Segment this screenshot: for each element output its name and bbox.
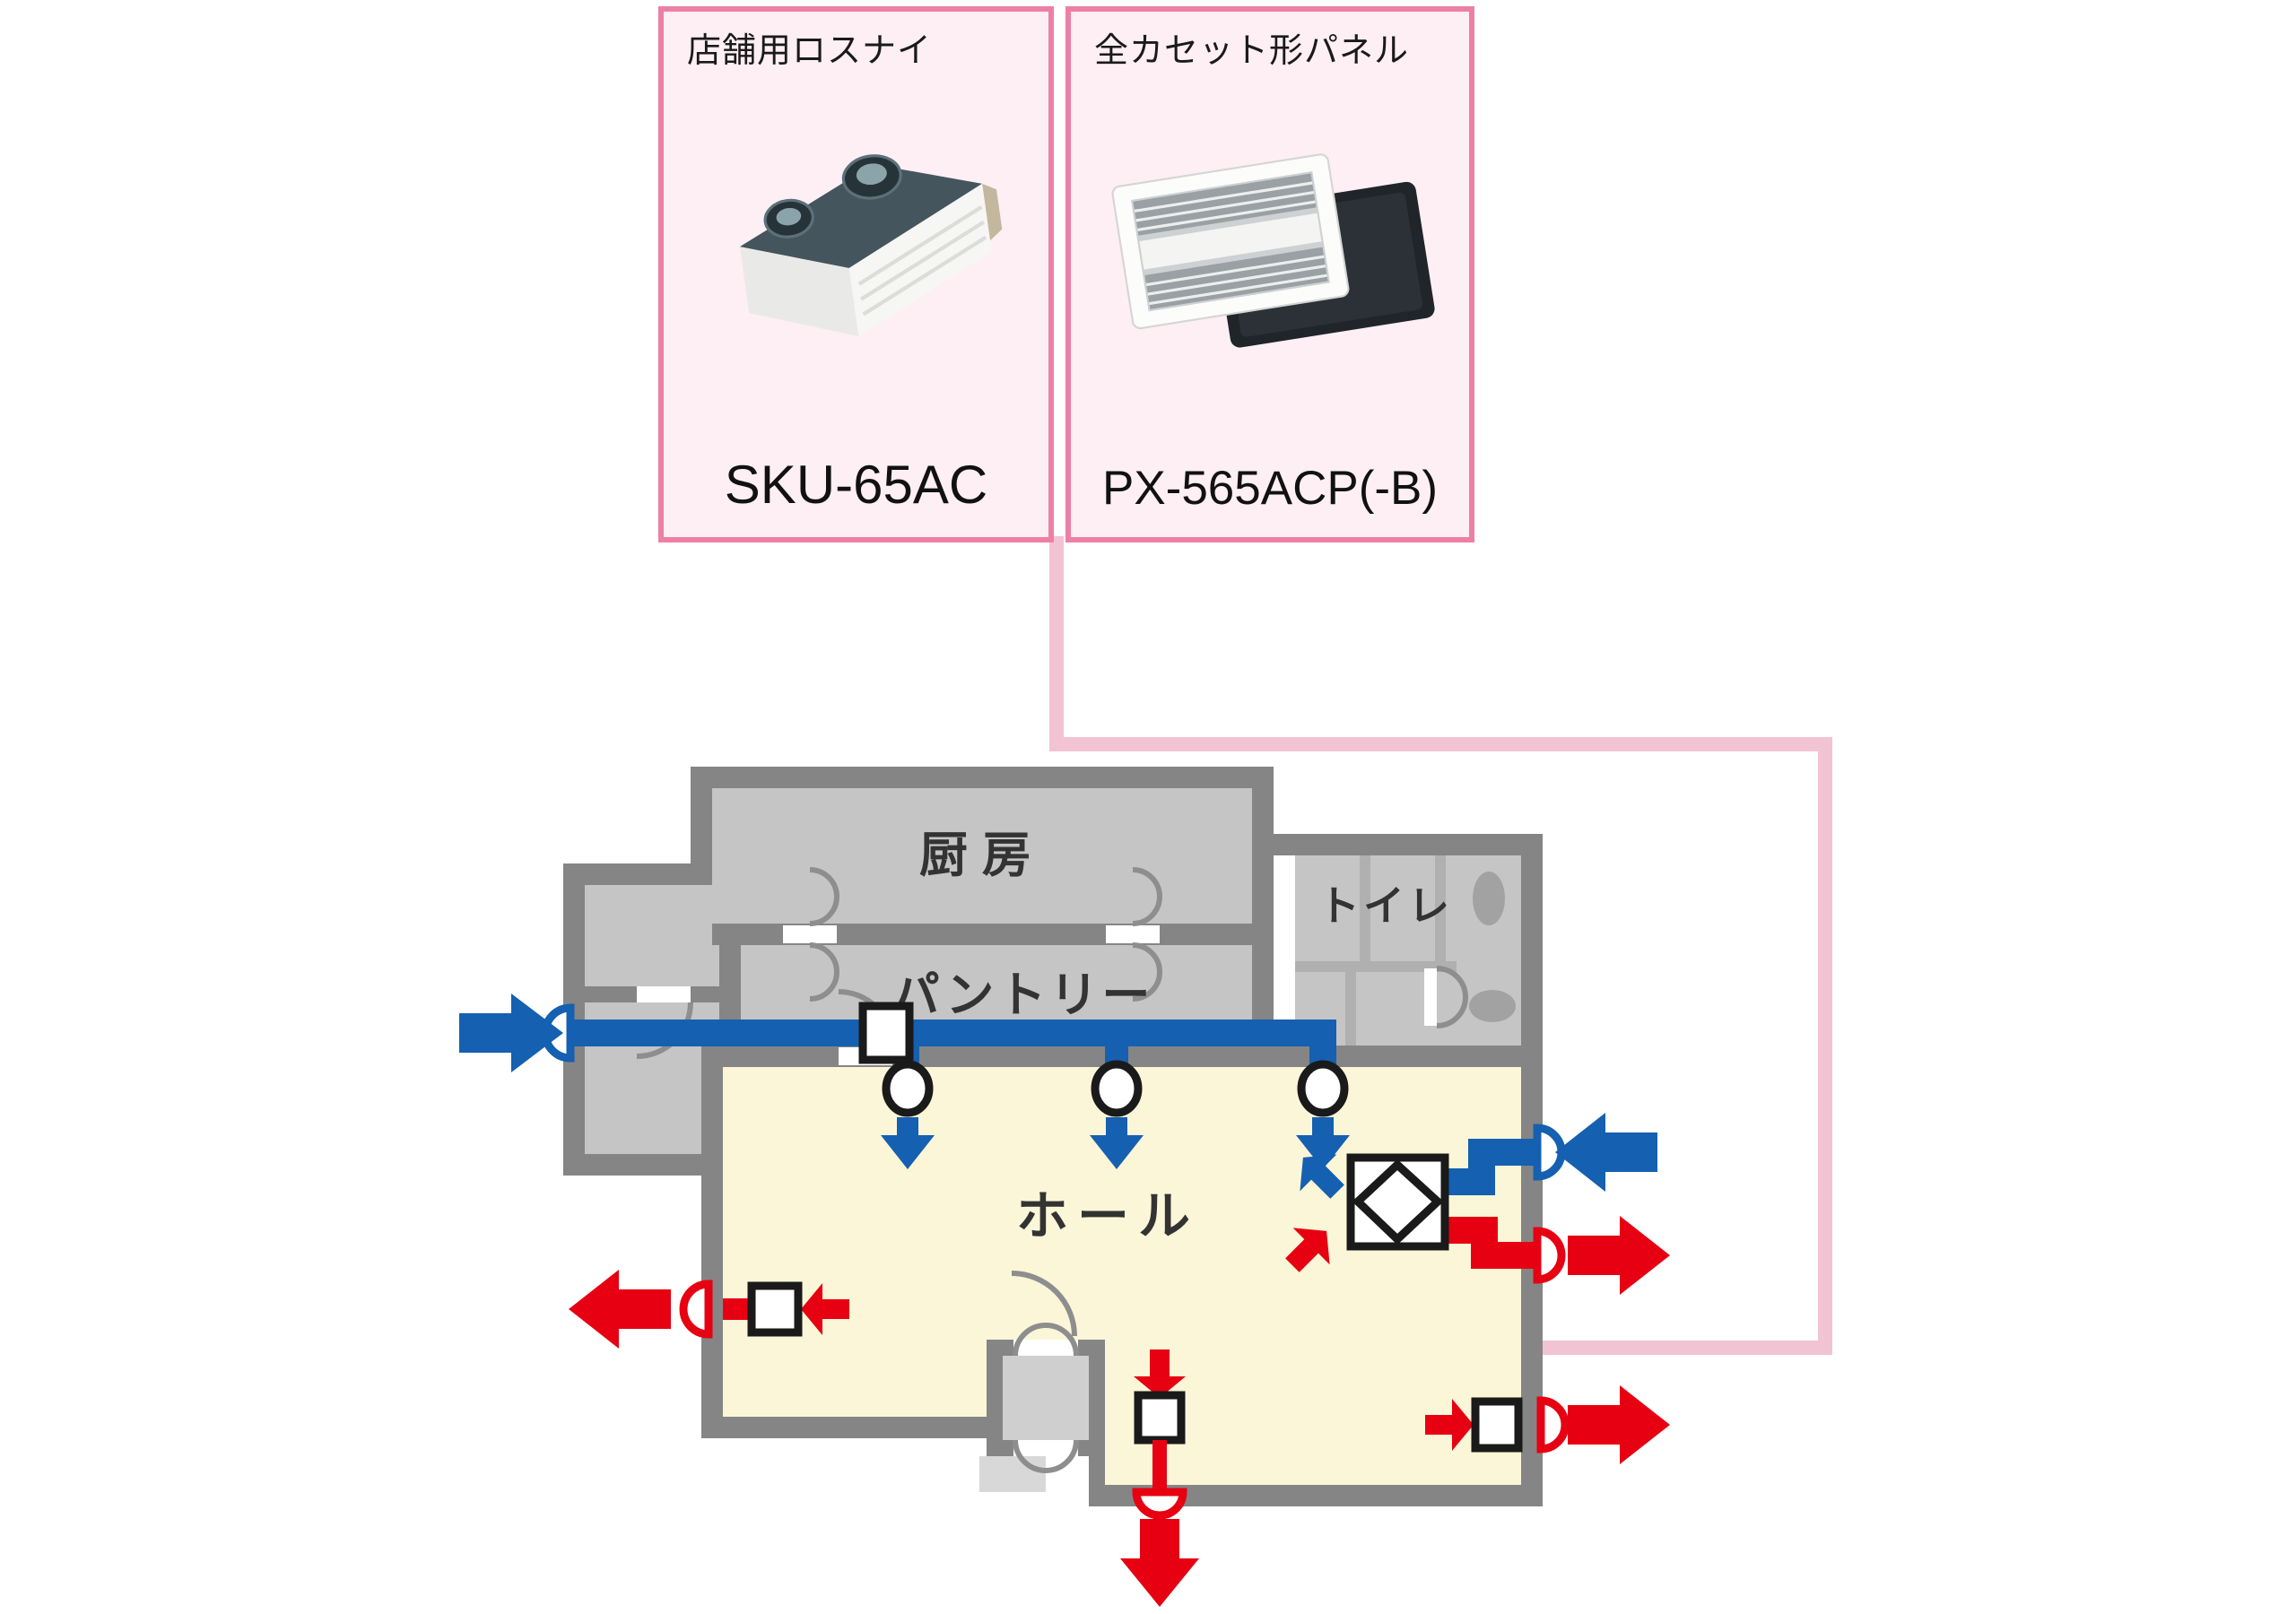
lossnay-core-icon [1352,1158,1444,1245]
product-card-lossnay: 店舗用ロスナイ SKU-65AC [658,6,1054,542]
room-label-toilet: トイレ [1318,882,1453,929]
exhaust-grille-box [1134,1391,1186,1445]
product-card-title: 全カセット形パネル [1094,32,1410,70]
product-model: PX-565ACP(-B) [1101,462,1439,515]
wall-segment [701,1046,723,1438]
ea-duct [1445,1217,1537,1269]
wall-segment [701,1417,1003,1438]
wall-segment [691,767,1274,788]
supply-air-arrow-inlet-right [1555,1113,1657,1192]
wall-segment [1252,767,1274,1067]
wall-segment [563,1154,723,1176]
exhaust-air-system [569,1216,1670,1607]
door-swing-arc [809,867,839,926]
door-swing-arc [1013,1439,1079,1473]
exhaust-air-arrow-outlet-right [1568,1216,1670,1295]
door-swing-arc [1011,1271,1077,1337]
toilet-fixture [1473,872,1505,925]
door-swing-arc [1436,966,1468,1028]
exhaust-grille-box [1471,1397,1523,1453]
door-leaf [783,925,837,943]
door-swing-arc [809,942,839,1002]
vestibule-floor [1003,1356,1089,1440]
door-swing-arc [1132,867,1162,926]
room-label-hall: ホール [1016,1187,1199,1245]
ceiling-diffuser-icon [1091,1060,1143,1117]
exhaust-air-arrow-small [801,1283,849,1335]
exhaust-air-arrow-outlet-left [569,1270,671,1349]
supply-air-arrow-down [1090,1117,1144,1169]
door-leaf [1013,1440,1078,1456]
door-swing-arc [1013,1323,1079,1357]
supply-air-system [459,994,1657,1199]
exhaust-air-arrow-small [1425,1399,1474,1451]
exhaust-air-arrow-small [1285,1228,1330,1272]
ceiling-diffuser-icon [1297,1060,1349,1117]
wall-segment [1089,1456,1105,1485]
wall-opening-icon [1132,1488,1187,1520]
door-swing-arc [1132,942,1162,1002]
exhaust-air-arrow-outlet-down [1120,1519,1199,1607]
door-leaf [1424,968,1437,1026]
exhaust-west [569,1270,849,1349]
room-labels: 厨房 パントリー トイレ ホール [891,829,1453,1245]
floor-plan: 厨房 パントリー トイレ ホール [563,767,1543,1506]
lossnay-unit [1346,1153,1449,1251]
entrance-porch [979,1456,1046,1492]
supply-air-arrow-down [1296,1117,1350,1169]
toilet-partitions [1295,855,1516,1046]
room-label-kitchen: 厨房 [919,829,1045,882]
exhaust-south [1120,1349,1199,1607]
supply-air-arrow-down [881,1117,935,1169]
supply-air-arrow-small [1300,1154,1344,1199]
door-leaf [637,986,691,1002]
wall-opening-icon [1536,1396,1570,1453]
product-model: SKU-65AC [724,455,988,515]
wall-segment [691,788,712,885]
wall-opening-icon [1533,1227,1566,1284]
room-label-pantry: パントリー [891,968,1154,1022]
supply-air-arrow-inlet-left [459,994,563,1072]
wall-segment [1274,834,1543,855]
exhaust-southeast [1425,1385,1670,1464]
wall-opening-icon [679,1280,713,1339]
exhaust-grille-box [747,1281,803,1337]
exhaust-air-arrow-outlet-right [1568,1385,1670,1464]
exhaust-air-arrow-small [1134,1349,1186,1398]
ceiling-diffuser-icon [882,1060,934,1117]
ceiling-diffusers [881,1060,1350,1169]
product-card-panel: 全カセット形パネル PX-565ACP(-B) [1065,6,1474,542]
toilet-fixture [1469,990,1516,1022]
oa-duct [1445,1139,1537,1195]
ceiling-lossnay-unit-photo [739,154,1003,337]
door-leaf [1013,1340,1078,1356]
supply-duct [570,1020,1336,1069]
door-leaf [1106,925,1160,943]
product-card-title: 店舗用ロスナイ [687,32,933,70]
doors [636,867,1468,1473]
duct-damper-icon [858,1002,914,1064]
cassette-panel-photo [1111,153,1435,348]
